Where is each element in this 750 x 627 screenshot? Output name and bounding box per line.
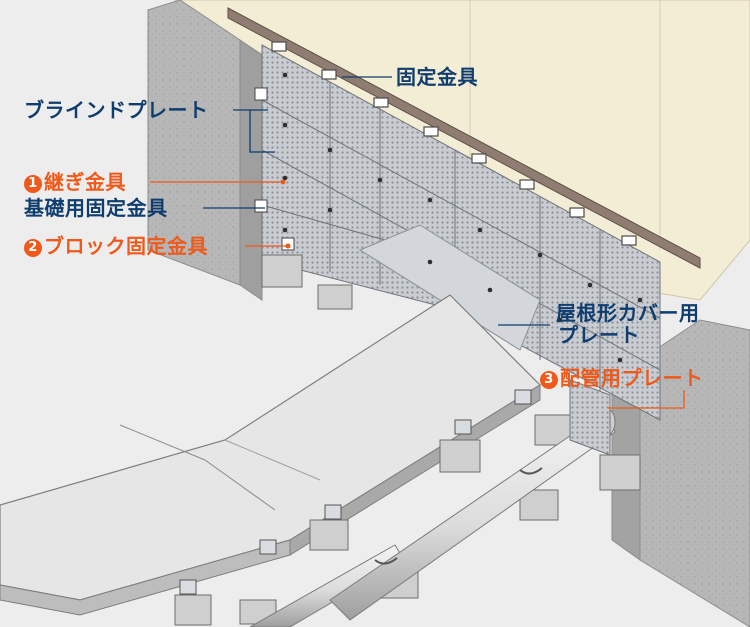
bolts xyxy=(282,72,643,363)
label-joint-bracket-text: 継ぎ金具 xyxy=(44,170,126,194)
label-block-bracket-text: ブロック固定金具 xyxy=(44,234,208,258)
label-foundation-bracket: 基礎用固定金具 xyxy=(24,196,168,220)
number-badge-1: 1 xyxy=(24,175,42,193)
deck-brackets xyxy=(179,389,532,595)
number-badge-3: 3 xyxy=(540,371,558,389)
side-brackets xyxy=(254,87,295,251)
label-roof-cover-plate: 屋根形カバー用 プレート xyxy=(556,302,700,346)
leader-lines xyxy=(150,76,685,409)
label-blind-plate: ブラインドプレート xyxy=(24,98,209,122)
label-fixing-bracket: 固定金具 xyxy=(396,65,478,89)
label-roof-cover-plate-line1: 屋根形カバー用 xyxy=(556,301,700,325)
pipe-clamps xyxy=(374,467,543,565)
piping-plate xyxy=(569,379,611,456)
support-blocks xyxy=(174,254,641,626)
label-roof-cover-plate-line2: プレート xyxy=(558,323,640,347)
pipe-main xyxy=(329,411,616,621)
fixing-brackets xyxy=(271,41,637,246)
top-rail xyxy=(227,7,701,269)
label-piping-plate-text: 配管用プレート xyxy=(560,366,704,390)
cover-deck-side xyxy=(289,384,541,556)
number-badge-2: 2 xyxy=(24,239,42,257)
